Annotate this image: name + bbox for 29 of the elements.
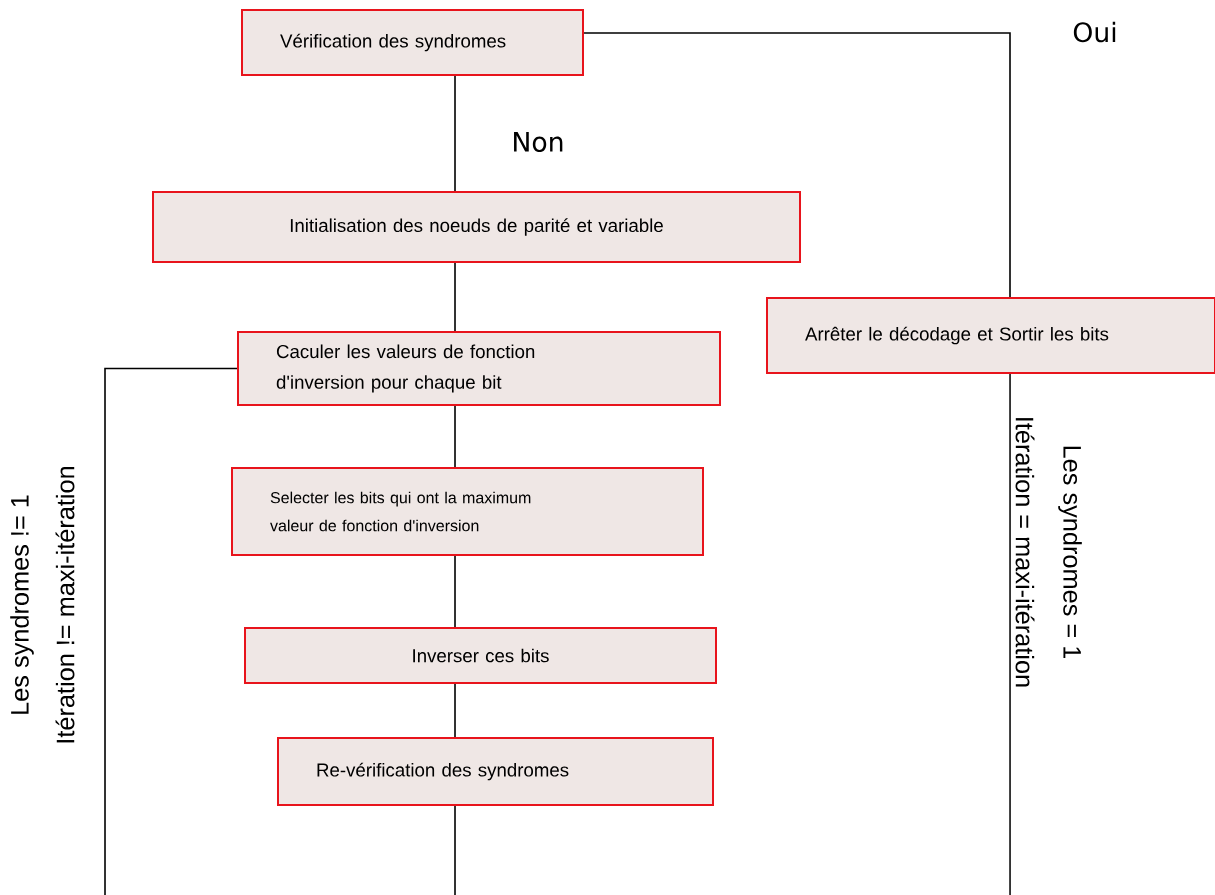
box-text: Arrêter le décodage et Sortir les bits xyxy=(805,326,1109,345)
connector-line xyxy=(454,805,456,895)
connector-line xyxy=(454,555,456,628)
box-text: Inverser ces bits xyxy=(413,648,549,663)
box-text: Caculer les valeurs de fonction d'inversion pour chaque bit xyxy=(276,344,535,393)
box-text: Vérification des syndromes xyxy=(280,33,506,52)
edge-label: Non xyxy=(514,132,563,152)
connector-line xyxy=(454,405,456,468)
connector-line xyxy=(104,367,238,895)
connector-line xyxy=(583,32,1011,298)
condition-text: Itération = maxi-itération xyxy=(1015,418,1035,687)
process-box xyxy=(766,297,1215,374)
process-box xyxy=(237,331,721,406)
process-box xyxy=(152,191,801,263)
process-box xyxy=(277,737,714,806)
condition-text: Les syndromes != 1 xyxy=(10,495,34,714)
box-text: Re-vérification des syndromes xyxy=(317,762,569,781)
process-box xyxy=(244,627,717,684)
connector-line xyxy=(1009,373,1011,895)
edge-label: Oui xyxy=(1073,21,1116,43)
box-text: Initialisation des noeuds de parité et variable xyxy=(290,218,663,236)
process-box xyxy=(231,467,704,556)
connector-line xyxy=(454,683,456,738)
condition-text: Les syndromes = 1 xyxy=(1058,446,1082,659)
condition-text: Itération != maxi-itération xyxy=(55,466,75,743)
process-box xyxy=(241,9,584,76)
connector-line xyxy=(454,262,456,332)
box-text: Selecter les bits qui ont la maximum valeur de fonction d'inversion xyxy=(270,491,531,532)
connector-line xyxy=(454,75,456,192)
